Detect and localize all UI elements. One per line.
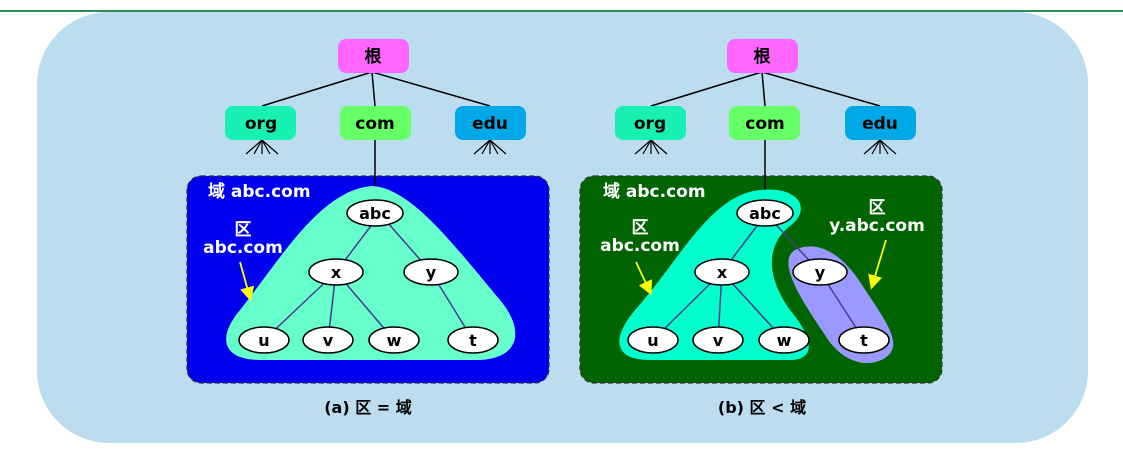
root-node-b: 根 [727, 39, 798, 73]
tld-com-label-a: com [355, 114, 394, 134]
zone-label-name-b1: abc.com [600, 236, 680, 256]
svg-text:w: w [387, 331, 402, 350]
root-node-a: 根 [338, 39, 409, 73]
tld-edu-label-a: edu [472, 114, 508, 134]
svg-text:abc: abc [749, 204, 781, 223]
node-v-a: v [302, 326, 354, 354]
svg-text:w: w [777, 331, 792, 350]
top-divider-line [0, 10, 1123, 12]
tld-com-label-b: com [745, 114, 784, 134]
svg-text:t: t [860, 331, 868, 350]
node-abc-a: abc [346, 199, 404, 227]
node-t-b: t [838, 326, 890, 354]
caption-b: (b) 区 < 域 [718, 398, 806, 417]
domain-label-b: 域 abc.com [603, 181, 706, 202]
tld-edu-label-b: edu [862, 114, 898, 134]
node-y-b: y [792, 258, 848, 286]
tld-org-a: org [225, 106, 296, 140]
root-label-a: 根 [365, 46, 382, 67]
node-u-a: u [238, 326, 290, 354]
tld-fans-a [245, 139, 507, 155]
svg-text:t: t [469, 331, 477, 350]
tld-edu-a: edu [455, 106, 526, 140]
node-t-a: t [447, 326, 499, 354]
diagram-b: 根 org com edu 域 abc.com 区 abc.com 区 y.ab… [579, 39, 943, 417]
domain-label-a: 域 abc.com [208, 181, 311, 202]
svg-text:u: u [258, 331, 269, 350]
svg-text:u: u [647, 331, 658, 350]
svg-text:y: y [426, 263, 437, 282]
root-links-a [261, 71, 491, 107]
tld-edu-b: edu [845, 106, 916, 140]
tld-org-b: org [615, 106, 686, 140]
zone-label-title-a: 区 [235, 220, 252, 240]
svg-text:y: y [815, 263, 826, 282]
zone-label-title-b1: 区 [632, 218, 649, 238]
node-y-a: y [403, 258, 459, 286]
tld-org-label-a: org [245, 114, 277, 134]
svg-text:x: x [717, 263, 728, 282]
node-x-a: x [308, 258, 364, 286]
svg-text:abc: abc [359, 204, 391, 223]
zone-abc-com-a [226, 186, 516, 360]
zone-label-title-b2: 区 [869, 198, 886, 218]
node-v-b: v [692, 326, 744, 354]
diagram-a: 根 org com edu 域 abc.com 区 abc.com abc x [186, 39, 550, 417]
root-links-b [650, 71, 881, 107]
caption-a: (a) 区 = 域 [324, 398, 412, 417]
node-w-a: w [368, 326, 420, 354]
zone-label-arrow-b1 [635, 261, 652, 296]
node-abc-b: abc [736, 199, 794, 227]
zone-label-name-a: abc.com [203, 238, 283, 258]
tld-fans-b [634, 139, 897, 155]
node-w-b: w [758, 326, 810, 354]
root-label-b: 根 [754, 46, 771, 67]
tld-com-b: com [729, 106, 800, 140]
zone-label-arrow-b2 [868, 239, 887, 290]
svg-text:v: v [323, 331, 334, 350]
zone-label-name-b2: y.abc.com [829, 216, 925, 236]
tld-com-a: com [340, 106, 411, 140]
node-x-b: x [694, 258, 750, 286]
svg-text:x: x [331, 263, 342, 282]
zone-label-arrow-a [239, 261, 255, 302]
node-u-b: u [627, 326, 679, 354]
svg-text:v: v [713, 331, 724, 350]
tld-org-label-b: org [634, 114, 666, 134]
